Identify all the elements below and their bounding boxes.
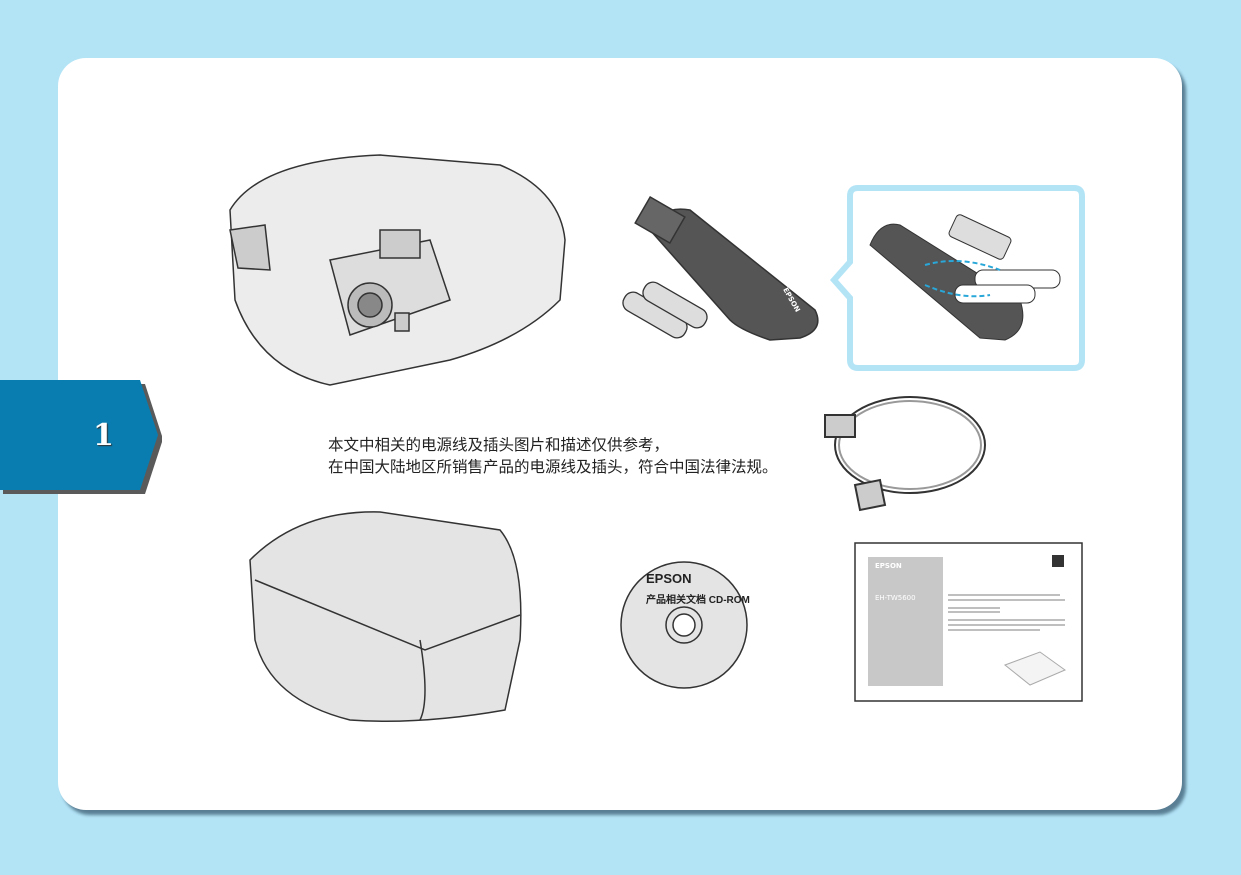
power-cord-note: 本文中相关的电源线及插头图片和描述仅供参考， 在中国大陆地区所销售产品的电源线及… [328, 434, 778, 478]
battery-callout [829, 185, 1085, 371]
section-tab [0, 380, 162, 494]
cd-brand: EPSON [646, 571, 692, 586]
cd-label: 产品相关文档 CD-ROM [646, 595, 750, 606]
note-line-1: 本文中相关的电源线及插头图片和描述仅供参考， [328, 436, 670, 454]
batteries-illustration [622, 281, 708, 339]
cd-rom-illustration [620, 561, 748, 689]
projector-illustration [229, 154, 566, 386]
manual-brand: EPSON [875, 562, 902, 570]
power-cord-illustration [824, 396, 986, 512]
note-line-2: 在中国大陆地区所销售产品的电源线及插头，符合中国法律法规。 [328, 458, 778, 476]
section-number: 1 [93, 418, 114, 453]
manual-model: EH-TW5600 [875, 594, 916, 602]
remote-illustration [634, 195, 819, 341]
manual-illustration [854, 542, 1083, 702]
carrying-case-illustration [249, 511, 522, 722]
